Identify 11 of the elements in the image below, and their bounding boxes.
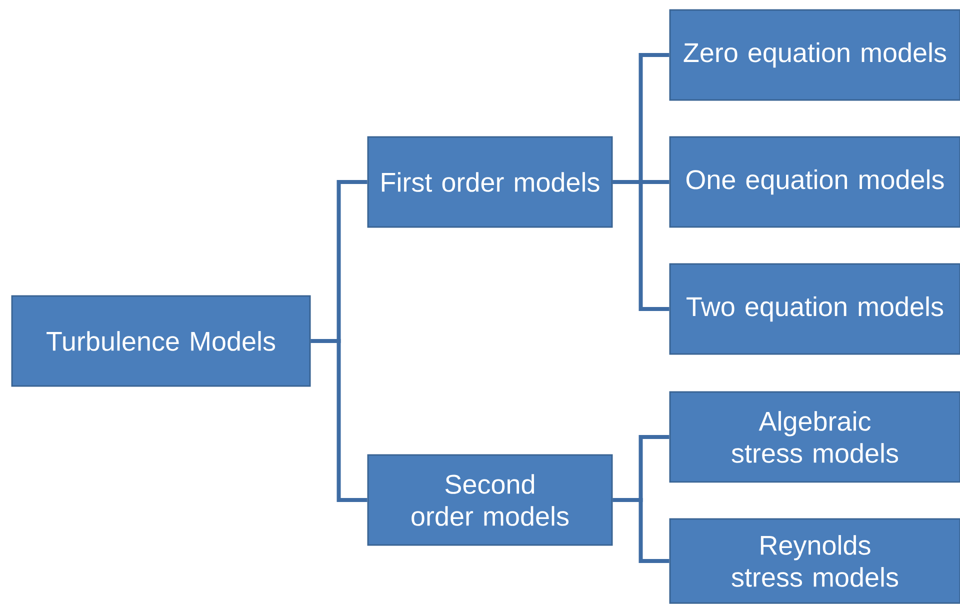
connector-line xyxy=(310,339,368,502)
category-box: First order models xyxy=(367,136,613,228)
connector-line xyxy=(612,180,670,311)
category-box: Second order models xyxy=(367,454,613,546)
category-box: Zero equation models xyxy=(669,9,960,101)
category-box: Algebraic stress models xyxy=(669,391,960,483)
category-box: Reynolds stress models xyxy=(669,518,960,604)
category-box: Two equation models xyxy=(669,263,960,355)
category-box: Turbulence Models xyxy=(11,295,311,387)
category-box: One equation models xyxy=(669,136,960,228)
connector-line xyxy=(612,498,670,563)
